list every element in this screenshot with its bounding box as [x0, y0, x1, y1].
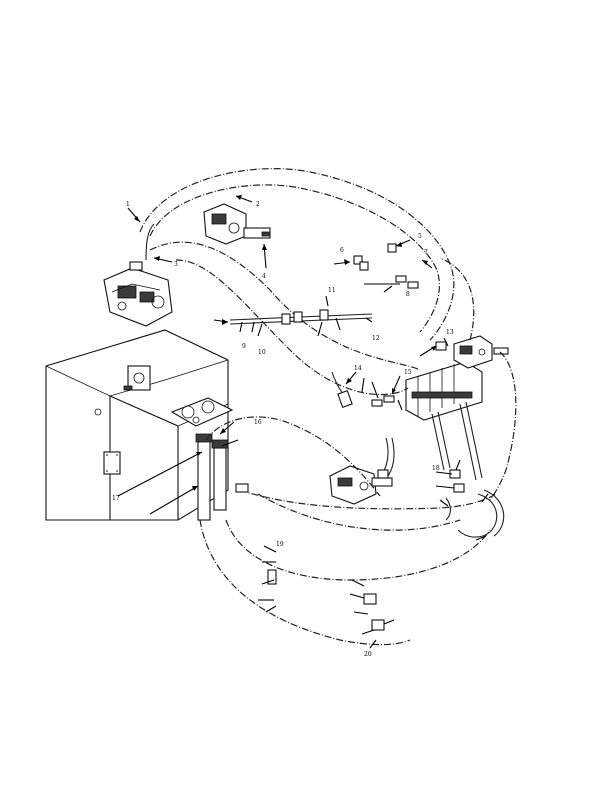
callout-c14: 14	[345, 365, 379, 399]
callout-c7: 7	[421, 249, 433, 269]
hose-lines	[139, 168, 517, 646]
callout-c15: 15	[391, 369, 412, 411]
callout-c16: 16	[219, 419, 262, 447]
lower-valve-assembly	[329, 465, 393, 505]
svg-text:16: 16	[254, 419, 262, 426]
svg-text:10: 10	[258, 349, 266, 356]
callout-c6: 6	[333, 247, 351, 265]
callout-c3: 3	[153, 256, 178, 268]
callout-c18: 18	[432, 459, 461, 507]
svg-text:14: 14	[354, 365, 362, 372]
svg-text:9: 9	[242, 343, 246, 350]
callout-c1: 1	[126, 201, 141, 223]
svg-text:1: 1	[126, 201, 130, 208]
svg-text:18: 18	[432, 465, 440, 472]
callout-c8: 8	[364, 283, 410, 298]
callout-c13: 13	[419, 329, 454, 357]
svg-text:7: 7	[424, 249, 428, 256]
callout-c12: 12	[365, 317, 380, 342]
svg-text:3: 3	[174, 261, 178, 268]
svg-text:15: 15	[404, 369, 412, 376]
callout-c17: 17	[112, 451, 203, 515]
auxiliary-pump-assembly	[203, 203, 271, 245]
svg-text:2: 2	[256, 201, 260, 208]
pilot-valve	[453, 335, 509, 369]
callout-c10: 10	[257, 317, 341, 356]
control-valve-bank	[405, 361, 483, 481]
svg-text:4: 4	[262, 273, 266, 280]
callout-c20: 20	[349, 493, 489, 658]
callout-c5: 5	[395, 233, 422, 247]
clamps-and-fittings	[235, 243, 465, 631]
svg-text:5: 5	[418, 233, 422, 240]
suction-tubes	[195, 433, 229, 521]
main-pump-assembly	[103, 261, 173, 327]
svg-text:8: 8	[406, 291, 410, 298]
svg-text:19: 19	[276, 541, 284, 548]
svg-text:11: 11	[328, 287, 336, 294]
svg-text:13: 13	[446, 329, 454, 336]
hydraulic-tank	[45, 329, 234, 521]
svg-text:12: 12	[372, 335, 380, 342]
callout-c11: 11	[325, 287, 336, 307]
callout-c9: 9	[213, 319, 255, 350]
callout-c4: 4	[262, 243, 267, 280]
svg-text:20: 20	[364, 651, 372, 658]
callout-c2: 2	[235, 195, 260, 208]
svg-text:17: 17	[112, 495, 120, 502]
callout-c19: 19	[258, 541, 284, 613]
svg-text:6: 6	[340, 247, 344, 254]
callout-leaders: 1 2 3 4 5 6 7	[112, 195, 489, 658]
